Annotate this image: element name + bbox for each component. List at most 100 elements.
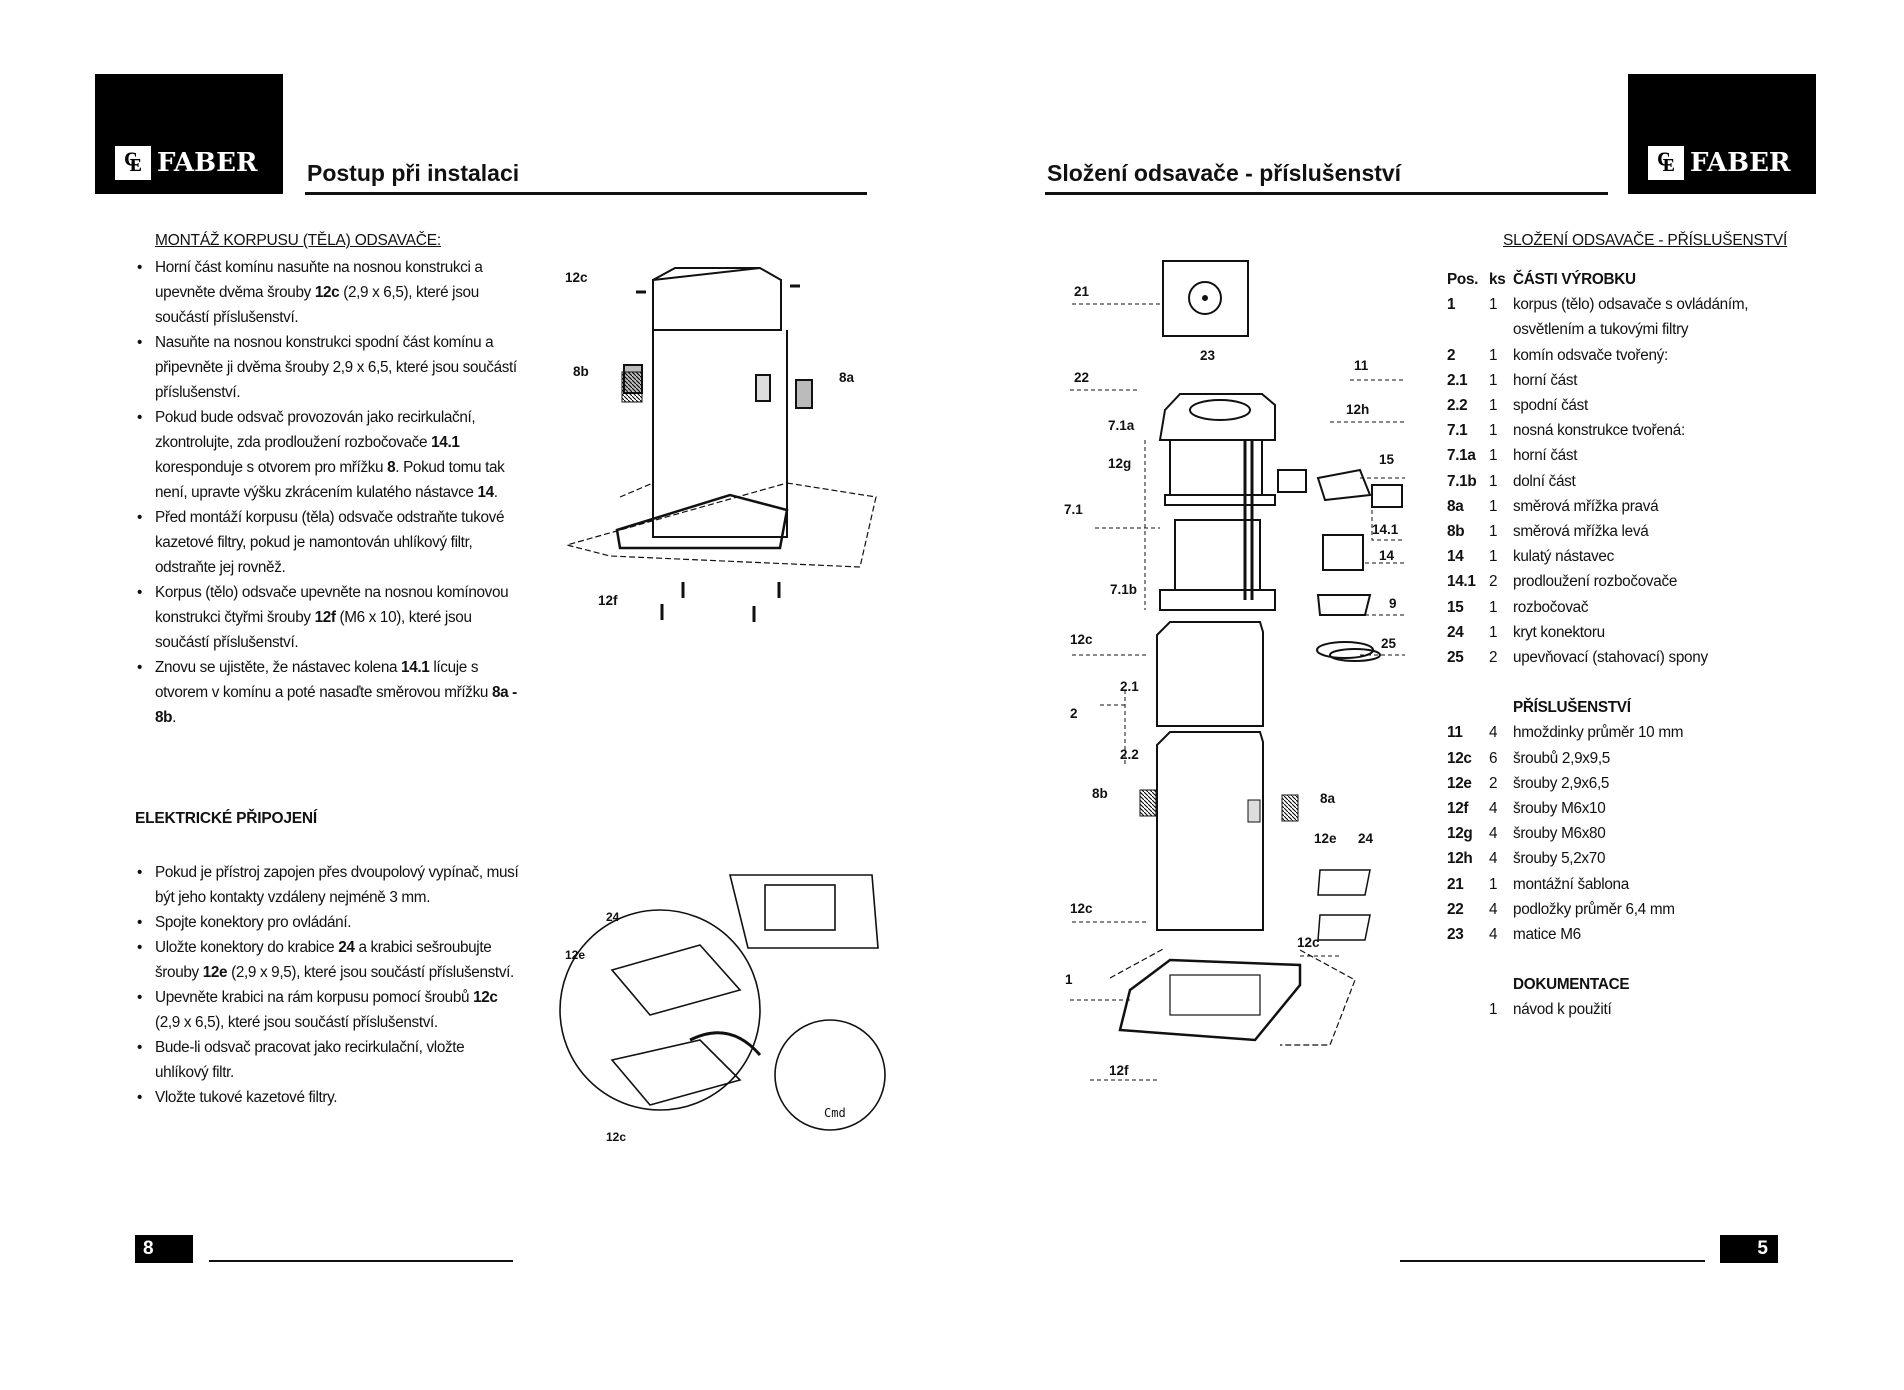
diagram-label: 24 xyxy=(1358,831,1374,846)
cell-desc: dolní část xyxy=(1513,472,1576,490)
bullet-text: lícuje s otvorem v komínu a poté nasaďte… xyxy=(155,659,492,701)
cell-ks: 4 xyxy=(1489,926,1498,944)
table-row: 8a 1 směrová mřížka pravá xyxy=(1447,494,1773,519)
cell-ks: 4 xyxy=(1489,850,1498,868)
diagram-label: 12h xyxy=(1346,402,1370,417)
section-heading-composition: SLOŽENÍ ODSAVAČE - PŘÍSLUŠENSTVÍ xyxy=(1503,232,1788,249)
cell-desc: horní část xyxy=(1513,447,1578,465)
cell-desc: směrová mřížka levá xyxy=(1513,523,1649,541)
cell-ks: 1 xyxy=(1489,346,1498,364)
page-number-right: 5 xyxy=(1720,1235,1778,1263)
diagram-label: 21 xyxy=(1074,284,1090,299)
part-reference: 12e xyxy=(202,964,228,981)
faber-logo-mark-icon: ₠ xyxy=(115,146,151,180)
bullet-text: Vložte tukové kazetové filtry. xyxy=(155,1089,338,1106)
cell-ks: 1 xyxy=(1489,447,1498,465)
faber-logo-text: FABER xyxy=(1690,148,1791,178)
bullet-text: a krabici sešroubujte šrouby xyxy=(155,939,492,981)
table-row: 7.1a 1 horní část xyxy=(1447,443,1773,468)
cell-ks: 1 xyxy=(1489,497,1498,515)
accessories-heading: PŘÍSLUŠENSTVÍ xyxy=(1513,699,1631,717)
parts-table-header: Pos. ks ČÁSTI VÝROBKU xyxy=(1447,267,1773,292)
cell-ks: 1 xyxy=(1489,875,1498,893)
part-reference: 14.1 xyxy=(431,434,460,451)
faber-logo-left: ₠ FABER xyxy=(95,74,283,194)
part-reference: 8 xyxy=(387,459,396,476)
cell-desc: šrouby 2,9x6,5 xyxy=(1513,774,1610,792)
diagram-label: 9 xyxy=(1389,596,1397,611)
cell-pos: 14.1 xyxy=(1447,573,1476,591)
diagram-label: 7.1a xyxy=(1108,418,1135,433)
cell-pos: 12c xyxy=(1447,749,1472,767)
cell-ks: 4 xyxy=(1489,800,1498,818)
part-reference: 14.1 xyxy=(401,659,430,676)
cell-desc: směrová mřížka pravá xyxy=(1513,497,1659,515)
parts-table: Pos. ks ČÁSTI VÝROBKU 1 1 korpus (tělo) od… xyxy=(1447,267,1773,1023)
documentation-heading: DOKUMENTACE xyxy=(1513,976,1630,994)
diagram-label: 2.2 xyxy=(1120,747,1139,762)
diagram-label: 1 xyxy=(1065,972,1073,987)
cell-desc: korpus (tělo) odsavače s ovládáním, osvě… xyxy=(1513,296,1749,339)
cell-pos: 12g xyxy=(1447,825,1473,843)
cell-pos: 22 xyxy=(1447,900,1464,918)
cell-ks: 1 xyxy=(1489,598,1498,616)
bullet-item: Korpus (tělo) odsvače upevněte na nosnou… xyxy=(135,580,520,655)
cell-pos: 2.2 xyxy=(1447,397,1468,415)
bullet-item: Pokud bude odsvač provozován jako recirk… xyxy=(135,405,520,505)
title-underline-left xyxy=(305,192,867,195)
bullet-text: Horní část komínu nasuňte na nosnou kons… xyxy=(155,259,483,301)
electrical-steps: Pokud je přístroj zapojen přes dvoupolov… xyxy=(135,860,520,1110)
cell-ks: 2 xyxy=(1489,649,1498,667)
cell-pos: 12f xyxy=(1447,800,1469,818)
cell-desc: horní část xyxy=(1513,371,1578,389)
cell-desc: kryt konektoru xyxy=(1513,623,1605,641)
cell-pos xyxy=(1447,997,1489,1022)
bullet-text: . xyxy=(172,709,177,726)
cell-pos: 7.1a xyxy=(1447,447,1476,465)
diagram-label: 8a xyxy=(839,370,855,385)
diagram-label: 12c xyxy=(565,270,588,285)
diagram-label: Cmd xyxy=(824,1106,846,1120)
bullet-text: Korpus (tělo) odsvače upevněte na nosnou… xyxy=(155,584,509,626)
col-pos: Pos. xyxy=(1447,271,1479,288)
cell-ks: 1 xyxy=(1489,1001,1498,1019)
page-number-left: 8 xyxy=(135,1235,193,1263)
cell-ks: 1 xyxy=(1489,548,1498,566)
cell-desc: rozbočovač xyxy=(1513,598,1589,616)
bullet-text: Znovu se ujistěte, že nástavec kolena xyxy=(155,659,402,676)
cell-desc: šrouby M6x80 xyxy=(1513,825,1606,843)
bullet-item: Před montáží korpusu (těla) odsvače odst… xyxy=(135,505,520,580)
cell-desc: hmoždinky průměr 10 mm xyxy=(1513,724,1684,742)
cell-desc: šroubů 2,9x9,5 xyxy=(1513,749,1611,767)
parts-list: 1 1 korpus (tělo) odsavače s ovládáním, os… xyxy=(1447,292,1773,670)
bullet-text: Nasuňte na nosnou konstrukci spodní část… xyxy=(155,334,517,401)
diagram-label: 8a xyxy=(1320,791,1336,806)
bullet-text: Spojte konektory pro ovládání. xyxy=(155,914,352,931)
diagram-label: 15 xyxy=(1379,452,1395,467)
bullet-item: Spojte konektory pro ovládání. xyxy=(135,910,520,935)
diagram-label: 22 xyxy=(1074,370,1090,385)
bullet-text: . Pokud tomu tak není, upravte výšku zkr… xyxy=(155,459,505,501)
col-desc: ČÁSTI VÝROBKU xyxy=(1513,271,1636,288)
cell-pos: 8a xyxy=(1447,497,1464,515)
cell-ks: 6 xyxy=(1489,749,1498,767)
cell-ks: 1 xyxy=(1489,296,1498,314)
cell-pos: 2.1 xyxy=(1447,371,1468,389)
bullet-text: Bude-li odsvač pracovat jako recirkulačn… xyxy=(155,1039,465,1081)
diagram-label: 14.1 xyxy=(1372,522,1399,537)
part-reference: 12c xyxy=(314,284,340,301)
diagram-label: 2.1 xyxy=(1120,679,1139,694)
bullet-item: Uložte konektory do krabice 24 a krabici… xyxy=(135,935,520,985)
cell-pos: 24 xyxy=(1447,623,1464,641)
cell-ks: 1 xyxy=(1489,397,1498,415)
faber-logo-text: FABER xyxy=(157,148,258,178)
